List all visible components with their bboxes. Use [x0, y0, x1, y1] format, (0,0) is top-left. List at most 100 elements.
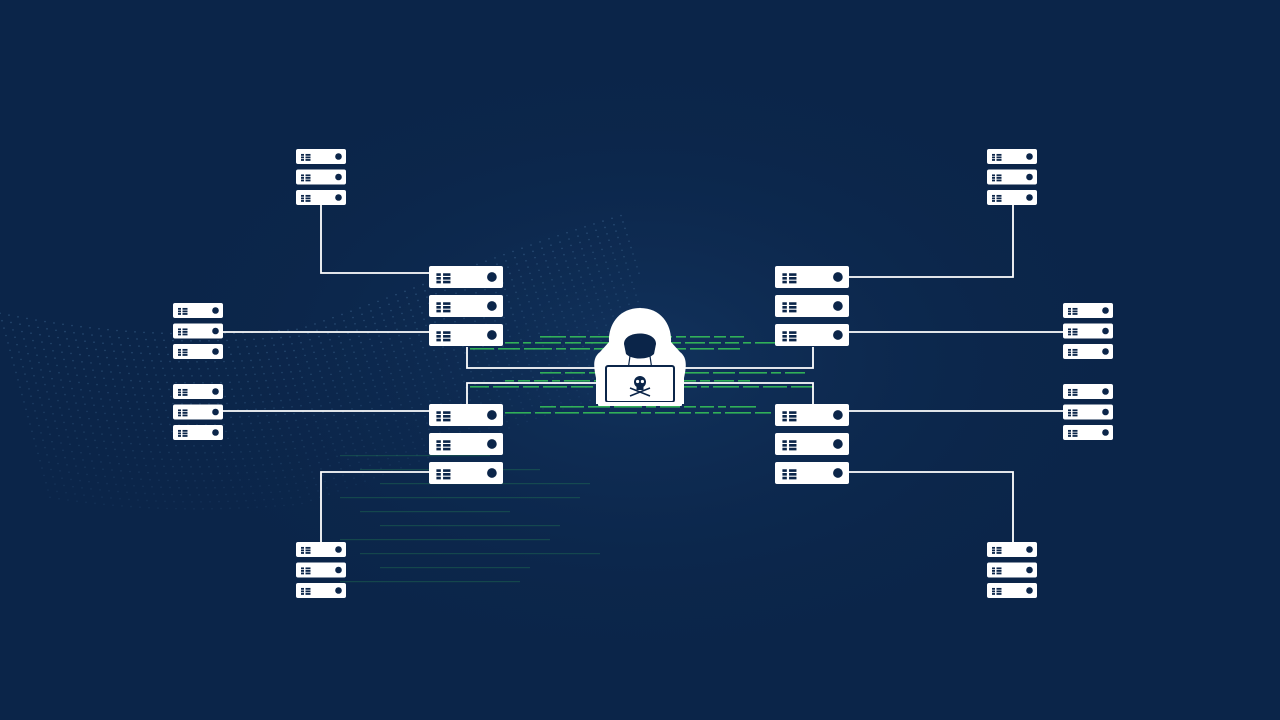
server-slot [996, 194, 1002, 197]
wave-dot [414, 321, 416, 324]
wave-dot [250, 485, 252, 488]
wave-dot [349, 464, 351, 467]
wave-dot [62, 449, 64, 452]
code-line [655, 412, 675, 414]
wave-dot [369, 464, 371, 467]
wave-dot [337, 427, 339, 429]
server-slot [305, 194, 311, 197]
wave-dot [290, 434, 292, 436]
wave-dot [291, 342, 293, 345]
server-slot [305, 546, 311, 549]
wave-dot [328, 493, 330, 495]
wave-dot [516, 326, 518, 328]
wave-dot [68, 345, 70, 347]
wave-dot [255, 408, 257, 410]
server-slot [182, 313, 188, 315]
wave-dot [588, 238, 590, 241]
wave-dot [134, 457, 136, 459]
wave-dot [170, 395, 172, 398]
wave-dot [225, 430, 227, 433]
wave-dot [297, 363, 299, 366]
wave-dot [14, 336, 16, 339]
wave-dot [344, 354, 346, 357]
wave-dot [57, 336, 59, 339]
wave-dot [324, 480, 326, 483]
code-line [493, 386, 519, 388]
wave-dot [504, 351, 506, 354]
wave-dot [138, 345, 140, 347]
wave-dot [623, 255, 625, 258]
wave-dot [250, 422, 252, 425]
wave-dot [345, 389, 347, 391]
wave-dot [180, 493, 182, 496]
wave-dot [189, 368, 191, 370]
wave-dot [600, 339, 602, 342]
wave-dot [588, 364, 590, 367]
wave-dot [196, 361, 198, 363]
wave-dot [147, 345, 149, 348]
wave-dot [390, 309, 392, 312]
wave-dot [229, 381, 231, 384]
wave-dot [315, 357, 317, 360]
wave-dot [161, 332, 163, 335]
wave-dot [453, 349, 455, 351]
server-power-dot [1102, 408, 1109, 416]
code-line [713, 372, 735, 374]
server-led [1068, 310, 1071, 313]
wave-dot [129, 470, 131, 473]
wave-dot [215, 458, 217, 461]
wave-dot [486, 357, 488, 360]
wave-dot [175, 381, 177, 384]
wave-dot [401, 438, 403, 441]
wave-dot [235, 465, 237, 467]
wave-dot [551, 278, 553, 281]
wave-dot [60, 379, 62, 381]
wave-dot [81, 361, 83, 363]
wave-dot [321, 439, 323, 442]
wave-dot [521, 373, 523, 375]
wave-dot [193, 445, 195, 447]
wave-dot [427, 393, 429, 396]
wave-dot [629, 275, 631, 277]
server-slot [443, 306, 451, 309]
wave-dot [602, 220, 604, 222]
wave-dot [377, 426, 379, 429]
wave-dot [75, 402, 77, 404]
wave-dot [581, 247, 583, 250]
wave-dot [347, 458, 349, 461]
server-rack-icon [173, 384, 223, 399]
wave-dot [284, 350, 286, 353]
wave-dot [205, 361, 207, 363]
wave-dot [51, 440, 53, 443]
wave-dot [99, 489, 101, 491]
server-rack-icon [775, 404, 849, 426]
wave-dot [376, 391, 378, 394]
wave-dot [38, 424, 40, 427]
wave-dot [165, 472, 167, 475]
wave-dot [529, 272, 531, 275]
wave-dot [392, 315, 394, 318]
wave-dot [391, 344, 393, 346]
wave-dot [88, 480, 90, 483]
wave-dot [147, 471, 149, 474]
server-led [301, 590, 304, 593]
wave-dot [553, 285, 555, 287]
wave-dot [207, 493, 209, 496]
wave-dot [364, 417, 366, 419]
wave-dot [182, 500, 184, 503]
wave-dot [385, 451, 387, 454]
wave-dot [166, 381, 168, 384]
wave-dot [119, 497, 121, 500]
wave-dot [570, 307, 572, 310]
wave-dot [547, 392, 549, 394]
wave-dot [272, 372, 274, 374]
wave-dot [187, 487, 189, 489]
wave-dot [255, 471, 257, 473]
wave-dot [420, 403, 422, 406]
connector-line [320, 205, 430, 274]
wave-dot [598, 270, 600, 273]
wave-dot [603, 254, 605, 257]
server-led [436, 476, 441, 480]
wave-dot [469, 399, 471, 401]
wave-dot [155, 500, 157, 502]
